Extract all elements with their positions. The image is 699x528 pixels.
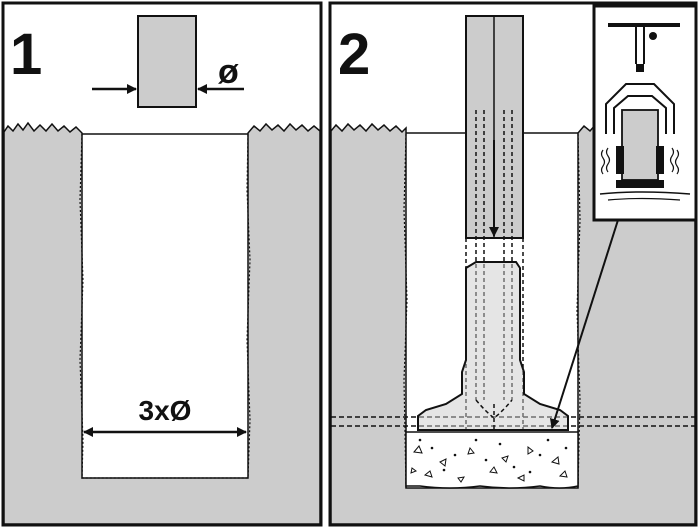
panel-2-hole-wall bbox=[403, 133, 581, 489]
anchor-base-inner bbox=[475, 399, 513, 430]
panel-1-number: 1 bbox=[10, 22, 42, 87]
panel-2: 2 bbox=[328, 1, 698, 527]
diameter-label: ø bbox=[218, 53, 239, 91]
panel-1-hole-wall bbox=[79, 133, 251, 479]
anchor-base-icon bbox=[417, 261, 569, 431]
lifting-tool-icon bbox=[599, 23, 691, 201]
panel-1-soil bbox=[3, 121, 321, 525]
concrete-footing-icon bbox=[405, 431, 579, 489]
detail-inset bbox=[592, 4, 698, 222]
hole-width-label: 3xØ bbox=[139, 395, 192, 426]
post-icon bbox=[137, 15, 197, 108]
panel-2-number: 2 bbox=[338, 22, 370, 87]
panel-1: 1 ø 3xØ bbox=[1, 1, 323, 527]
callout-pointer bbox=[549, 219, 619, 429]
